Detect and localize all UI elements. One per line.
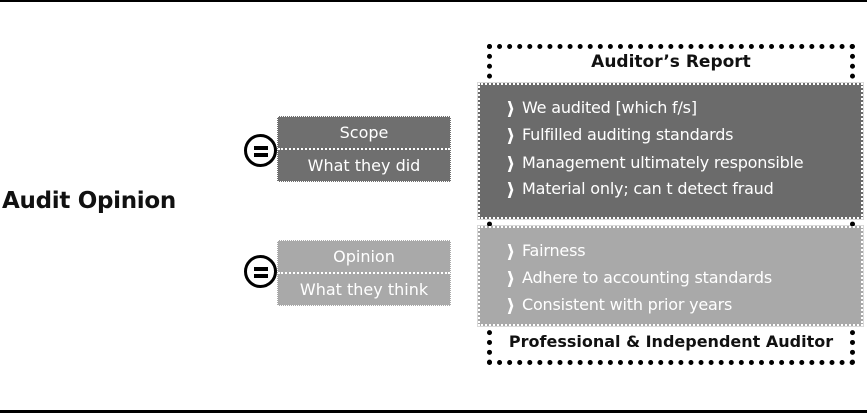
chevron-right-icon: ❱ [505,241,516,260]
scope-item-label: Fulfilled auditing standards [522,125,734,144]
chevron-right-icon: ❱ [505,268,516,287]
opinion-label: Opinion [278,241,450,274]
opinion-items-panel: ❱ Fairness ❱ Adhere to accounting standard… [477,225,864,327]
scope-item-label: Material only; can t detect fraud [522,179,774,198]
opinion-label-box: Opinion What they think [277,240,451,306]
list-item: ❱ We audited [which f/s] [504,95,697,121]
list-item: ❱ Material only; can t detect fraud [504,176,774,202]
list-item: ❱ Fulfilled auditing standards [504,122,734,148]
chevron-right-icon: ❱ [505,125,516,144]
auditors-report-header: Auditor’s Report [591,52,751,72]
scope-item-label: We audited [which f/s] [522,98,697,117]
equals-circle-icon [244,255,277,288]
scope-items-panel: ❱ We audited [which f/s] ❱ Fulfilled audit… [477,82,864,220]
list-item: ❱ Fairness [504,238,586,264]
chevron-right-icon: ❱ [505,98,516,117]
scope-description: What they did [307,156,421,175]
scope-label: Scope [278,117,450,150]
chevron-right-icon: ❱ [505,295,516,314]
chevron-right-icon: ❱ [505,179,516,198]
diagram-title: Audit Opinion [2,188,176,214]
scope-item-label: Management ultimately responsible [522,153,804,172]
list-item: ❱ Management ultimately responsible [504,150,804,176]
scope-label-box: Scope What they did [277,116,451,182]
chevron-right-icon: ❱ [505,153,516,172]
bottom-rule [0,410,867,413]
opinion-description: What they think [299,280,429,299]
top-rule [0,0,867,2]
opinion-item-label: Adhere to accounting standards [522,268,772,287]
list-item: ❱ Consistent with prior years [504,292,733,318]
opinion-item-label: Fairness [522,241,586,260]
list-item: ❱ Adhere to accounting standards [504,265,772,291]
opinion-item-label: Consistent with prior years [522,295,733,314]
equals-circle-icon [244,134,277,167]
auditors-report-footer: Professional & Independent Auditor [508,332,834,351]
